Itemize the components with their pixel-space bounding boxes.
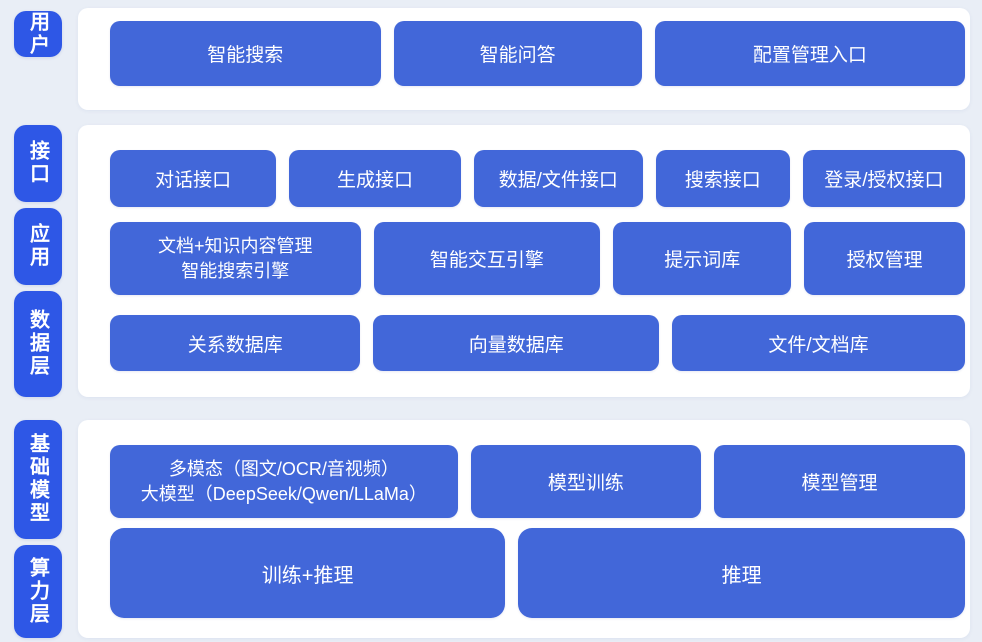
block-generation-api: 生成接口 <box>289 150 461 207</box>
block-data-file-api: 数据/文件接口 <box>473 150 643 207</box>
block-login-auth-api: 登录/授权接口 <box>802 150 965 207</box>
block-config-management-entry: 配置管理入口 <box>654 21 965 86</box>
side-label-application: 应用 <box>14 207 62 285</box>
block-relational-database: 关系数据库 <box>110 315 361 371</box>
compute-row: 训练+推理 推理 <box>110 528 965 618</box>
block-model-training: 模型训练 <box>470 445 701 518</box>
model-row: 多模态（图文/OCR/音视频） 大模型（DeepSeek/Qwen/LLaMa）… <box>110 445 965 518</box>
data-row: 关系数据库 向量数据库 文件/文档库 <box>110 315 965 371</box>
bottom-layers-band: 基础模型 算力层 多模态（图文/OCR/音视频） 大模型（DeepSeek/Qw… <box>14 420 970 638</box>
block-smart-interaction-engine: 智能交互引擎 <box>373 222 601 295</box>
block-inference: 推理 <box>518 528 965 618</box>
user-layer-band: 用户 智能搜索 智能问答 配置管理入口 <box>14 8 970 110</box>
block-label-line2: 大模型（DeepSeek/Qwen/LLaMa） <box>140 483 427 504</box>
side-label-interface: 接口 <box>14 125 62 202</box>
block-smart-qa: 智能问答 <box>393 21 642 86</box>
block-authorization-management: 授权管理 <box>804 222 965 295</box>
application-row: 文档+知识内容管理 智能搜索引擎 智能交互引擎 提示词库 授权管理 <box>110 222 965 295</box>
side-label-data-layer: 数据层 <box>14 290 62 397</box>
user-side-column: 用户 <box>14 8 62 110</box>
block-vector-database: 向量数据库 <box>373 315 659 371</box>
side-label-base-model: 基础模型 <box>14 420 62 539</box>
middle-side-column: 接口 应用 数据层 <box>14 125 62 397</box>
block-dialogue-api: 对话接口 <box>110 150 277 207</box>
block-label-line2: 智能搜索引擎 <box>181 260 290 281</box>
block-search-api: 搜索接口 <box>655 150 790 207</box>
bottom-layers-panel: 多模态（图文/OCR/音视频） 大模型（DeepSeek/Qwen/LLaMa）… <box>78 420 970 638</box>
side-label-compute-layer: 算力层 <box>14 544 62 638</box>
block-prompt-library: 提示词库 <box>613 222 792 295</box>
block-label-line1: 多模态（图文/OCR/音视频） <box>168 459 399 480</box>
user-layer-panel: 智能搜索 智能问答 配置管理入口 <box>78 8 970 110</box>
middle-layers-band: 接口 应用 数据层 对话接口 生成接口 数据/文件接口 搜索接口 登录/授权接口… <box>14 125 970 397</box>
block-multimodal-llm: 多模态（图文/OCR/音视频） 大模型（DeepSeek/Qwen/LLaMa） <box>110 445 458 518</box>
bottom-side-column: 基础模型 算力层 <box>14 420 62 638</box>
block-doc-knowledge-search-engine: 文档+知识内容管理 智能搜索引擎 <box>110 222 361 295</box>
block-file-document-store: 文件/文档库 <box>671 315 965 371</box>
block-label-line1: 文档+知识内容管理 <box>158 236 313 257</box>
middle-layers-panel: 对话接口 生成接口 数据/文件接口 搜索接口 登录/授权接口 文档+知识内容管理… <box>78 125 970 397</box>
block-training-plus-inference: 训练+推理 <box>110 528 506 618</box>
user-row: 智能搜索 智能问答 配置管理入口 <box>110 21 965 86</box>
interface-row: 对话接口 生成接口 数据/文件接口 搜索接口 登录/授权接口 <box>110 150 965 207</box>
block-model-management: 模型管理 <box>714 445 965 518</box>
side-label-user: 用户 <box>14 11 62 57</box>
block-smart-search: 智能搜索 <box>110 21 381 86</box>
